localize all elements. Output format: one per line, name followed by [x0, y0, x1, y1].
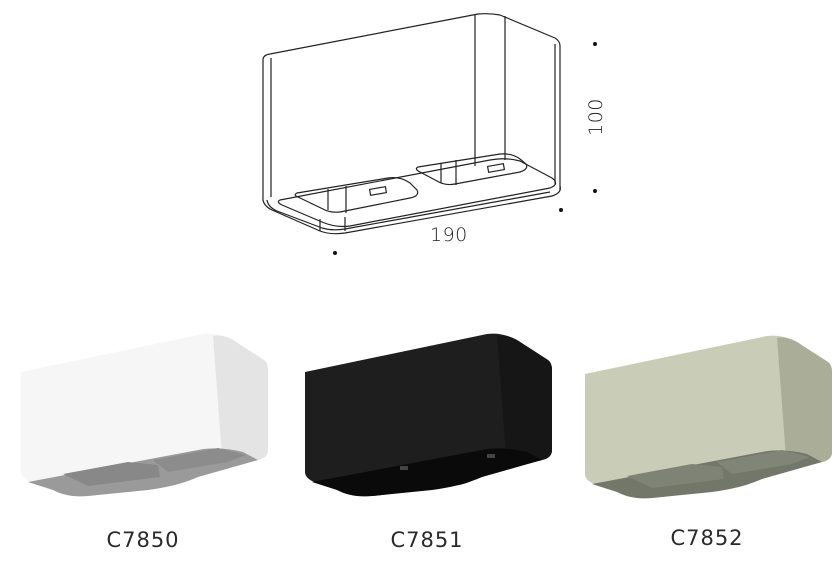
product-sage: C7852: [582, 334, 832, 550]
sage-luminaire-image: [585, 335, 832, 499]
dimension-marker-bottom: [593, 189, 597, 193]
product-code-label: C7850: [106, 528, 180, 552]
black-luminaire-image: [305, 333, 552, 497]
product-white: C7850: [18, 332, 268, 552]
technical-drawing: 190 100: [0, 0, 840, 270]
dimension-marker-width-left: [333, 251, 337, 255]
dimension-marker-top: [593, 42, 597, 46]
dimension-width-label: 190: [430, 224, 468, 246]
product-black: C7851: [302, 332, 552, 552]
product-code-label: C7851: [390, 528, 464, 552]
luminaire-outline-drawing: [262, 13, 561, 235]
white-luminaire-image: [21, 333, 268, 497]
dimension-height-label: 100: [584, 98, 607, 136]
product-code-label: C7852: [670, 526, 744, 550]
dimension-marker-width-right: [559, 208, 563, 212]
